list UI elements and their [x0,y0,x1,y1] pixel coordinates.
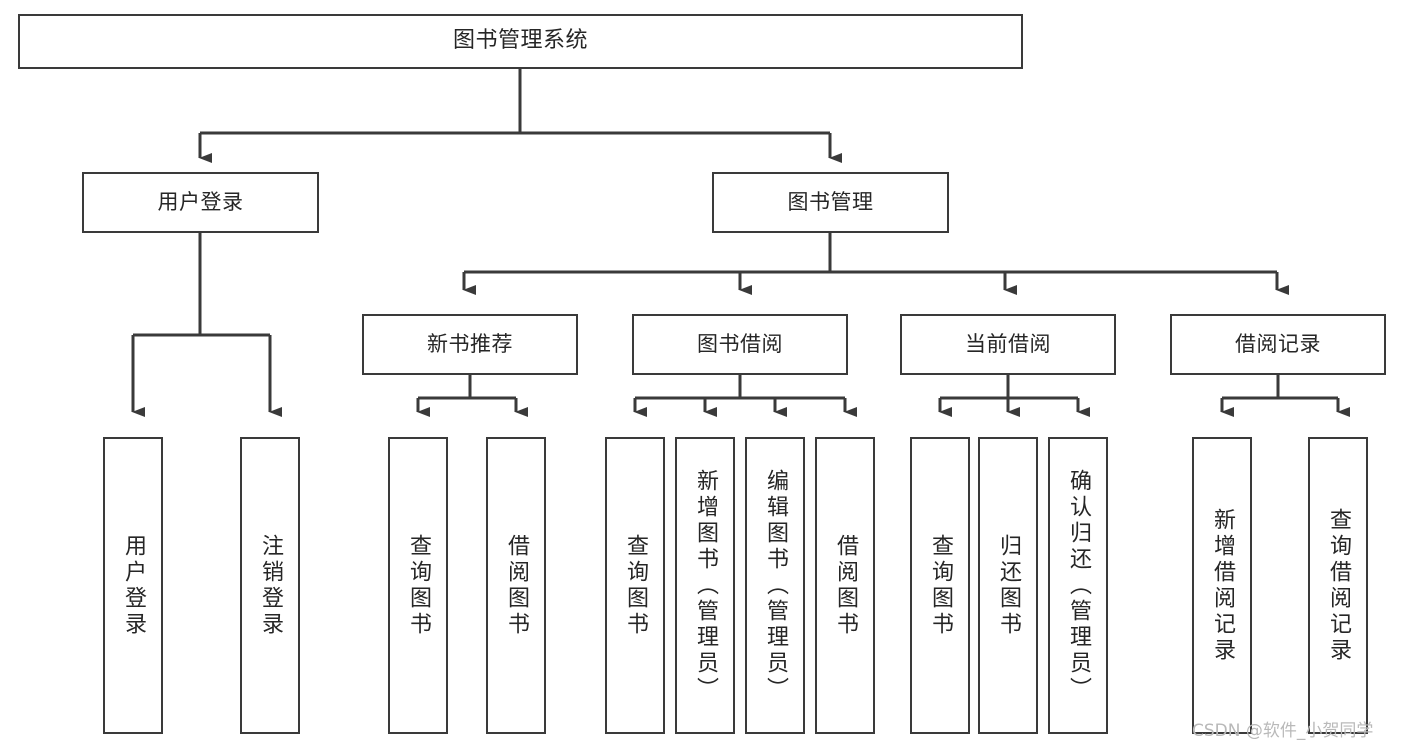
node-leaf-query-book-borrow[interactable]: 查询图书 [605,437,665,734]
node-leaf-edit-book-admin[interactable]: 编辑图书（管理员） [745,437,805,734]
node-label: 图书管理系统 [452,28,588,54]
node-label: 图书借阅 [697,331,783,356]
node-label: 归还图书 [996,533,1021,638]
node-new-book-recommend[interactable]: 新书推荐 [362,314,578,375]
node-label: 用户登录 [121,533,146,638]
node-leaf-borrow-book[interactable]: 借阅图书 [815,437,875,734]
node-label: 图书管理 [787,189,874,214]
node-label: 新书推荐 [427,331,513,356]
node-leaf-user-logout[interactable]: 注销登录 [240,437,300,734]
node-label: 新增图书（管理员） [693,468,718,703]
node-label: 查询图书 [406,533,431,638]
node-label: 确认归还（管理员） [1066,468,1091,703]
node-current-borrow[interactable]: 当前借阅 [900,314,1116,375]
node-borrow-record[interactable]: 借阅记录 [1170,314,1386,375]
node-leaf-add-borrow-record[interactable]: 新增借阅记录 [1192,437,1252,734]
node-book-borrow[interactable]: 图书借阅 [632,314,848,375]
node-label: 新增借阅记录 [1210,507,1235,664]
node-leaf-add-book-admin[interactable]: 新增图书（管理员） [675,437,735,734]
node-label: 借阅记录 [1235,331,1321,356]
node-label: 当前借阅 [965,331,1051,356]
node-book-management[interactable]: 图书管理 [712,172,949,233]
node-leaf-query-book-current[interactable]: 查询图书 [910,437,970,734]
watermark-text: CSDN @软件_小贺同学 [1192,721,1374,741]
node-user-login[interactable]: 用户登录 [82,172,319,233]
node-label: 借阅图书 [504,533,529,638]
node-leaf-confirm-return-admin[interactable]: 确认归还（管理员） [1048,437,1108,734]
node-label: 用户登录 [157,189,244,214]
node-leaf-borrow-book-recommend[interactable]: 借阅图书 [486,437,546,734]
node-label: 查询图书 [928,533,953,638]
node-leaf-return-book[interactable]: 归还图书 [978,437,1038,734]
node-label: 编辑图书（管理员） [763,468,788,703]
node-root-system[interactable]: 图书管理系统 [18,14,1023,69]
node-leaf-query-borrow-record[interactable]: 查询借阅记录 [1308,437,1368,734]
node-label: 借阅图书 [833,533,858,638]
node-label: 查询借阅记录 [1326,507,1351,664]
node-label: 查询图书 [623,533,648,638]
node-label: 注销登录 [258,533,283,638]
node-leaf-user-login[interactable]: 用户登录 [103,437,163,734]
node-leaf-query-book-recommend[interactable]: 查询图书 [388,437,448,734]
